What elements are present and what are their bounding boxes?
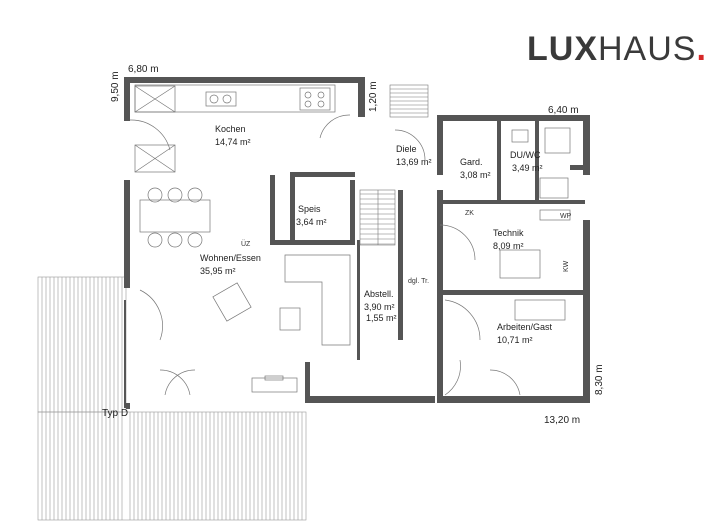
room-abstell-name: Abstell. [364, 289, 394, 299]
room-diele-area: 13,69 m² [396, 157, 432, 167]
label-kw: KW [563, 260, 570, 272]
room-arbeiten-name: Arbeiten/Gast [497, 322, 553, 332]
room-duwc-area: 3,49 m² [512, 163, 543, 173]
dim-right-vertical: 8,30 m [594, 364, 605, 395]
room-arbeiten-area: 10,71 m² [497, 335, 533, 345]
dim-right-top: 6,40 m [548, 105, 579, 116]
kitchen-counter [134, 84, 336, 173]
room-gard-area: 3,08 m² [460, 170, 491, 180]
logo-dot: . [696, 30, 707, 68]
label-zk: ZK [465, 210, 474, 217]
walls [124, 77, 590, 409]
room-diele-name: Diele [396, 144, 417, 154]
dim-bottom-right: 13,20 m [544, 415, 580, 426]
room-technik-name: Technik [493, 228, 524, 238]
room-wohnen-area: 35,95 m² [200, 266, 236, 276]
room-speis-area: 3,64 m² [296, 217, 327, 227]
room-kochen-area: 14,74 m² [215, 137, 251, 147]
logo-light: HAUS [598, 30, 697, 68]
room-speis-name: Speis [298, 204, 321, 214]
doors [129, 114, 521, 396]
living-furniture [212, 254, 351, 393]
label-wp: WP [560, 213, 572, 220]
terrace [37, 276, 307, 521]
luxhaus-logo: LUXHAUS. [527, 30, 707, 69]
room-kochen-name: Kochen [215, 124, 246, 134]
logo-bold: LUX [527, 30, 598, 68]
room-wohnen-name: Wohnen/Essen [200, 253, 261, 263]
room-abstell-area2: 1,55 m² [366, 313, 397, 323]
room-gard-name: Gard. [460, 157, 483, 167]
stairs [359, 84, 429, 246]
dining-table [139, 187, 211, 248]
room-abstell-area: 3,90 m² [364, 302, 395, 312]
room-duwc-name: DU/WC [510, 150, 541, 160]
dim-left-vertical: 9,50 m [110, 71, 121, 102]
label-dgl: dgl. Tr. [408, 278, 429, 285]
dim-stair-top: 1,20 m [368, 81, 379, 112]
room-technik-area: 8,09 m² [493, 241, 524, 251]
bath-fixtures [499, 127, 571, 321]
label-typ: Typ D [102, 408, 128, 419]
dim-top-left: 6,80 m [128, 64, 159, 75]
label-uz: ÜZ [241, 240, 251, 248]
